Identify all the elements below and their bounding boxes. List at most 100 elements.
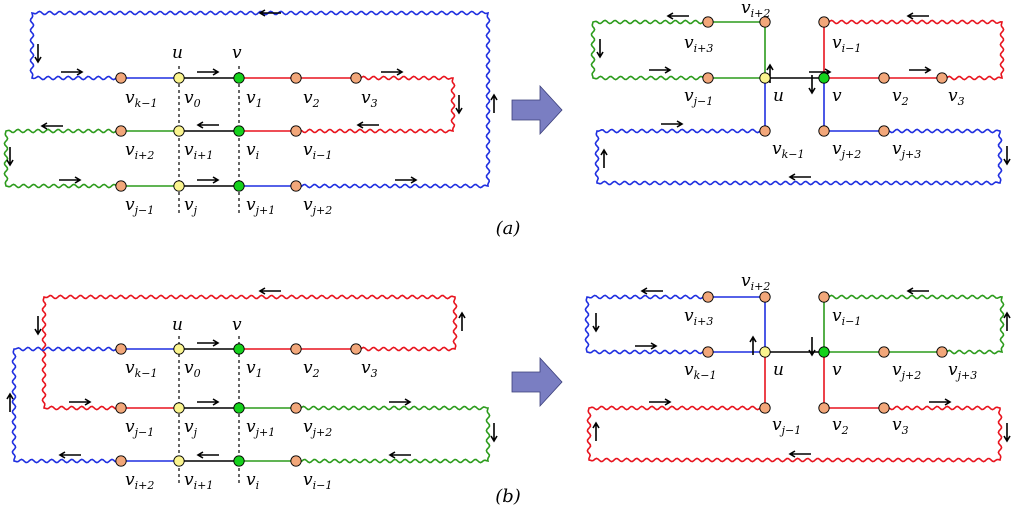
label-v: v bbox=[832, 86, 842, 106]
vertex bbox=[759, 402, 771, 414]
direction-arrow bbox=[356, 121, 379, 129]
label-vj: vj bbox=[184, 417, 198, 439]
direction-arrow bbox=[34, 44, 42, 64]
vertex bbox=[350, 72, 362, 84]
vertex bbox=[115, 343, 127, 355]
label-v-i+3: vi+3 bbox=[684, 306, 713, 328]
label-vi: vi bbox=[246, 140, 259, 162]
direction-arrow bbox=[258, 287, 281, 295]
vertex bbox=[818, 291, 830, 303]
vertex-v-side bbox=[818, 346, 830, 358]
label-v-j+3: vj+3 bbox=[948, 360, 977, 382]
vertex-u-side bbox=[759, 72, 771, 84]
vertex bbox=[290, 402, 302, 414]
label-v-i-1: vi−1 bbox=[303, 140, 332, 162]
green-wavy-path bbox=[590, 19, 709, 81]
vertex-u-side bbox=[173, 402, 185, 414]
vertex-u-side bbox=[173, 343, 185, 355]
direction-arrow bbox=[59, 176, 82, 184]
vertex bbox=[115, 125, 127, 137]
vertex bbox=[290, 72, 302, 84]
vertex-u-side bbox=[173, 455, 185, 467]
direction-arrow bbox=[666, 12, 689, 20]
label-v-j+2: vj+2 bbox=[832, 139, 861, 161]
direction-arrow bbox=[600, 148, 608, 168]
label-v-j+3: vj+3 bbox=[892, 139, 921, 161]
direction-arrow bbox=[749, 335, 757, 355]
vertex bbox=[115, 72, 127, 84]
caption-b: (b) bbox=[495, 486, 521, 507]
vertex bbox=[878, 346, 890, 358]
label-v-i+2: vi+2 bbox=[741, 0, 770, 20]
label-v-i-1: vi−1 bbox=[832, 306, 861, 328]
direction-arrow bbox=[458, 311, 466, 331]
label-v3: v3 bbox=[361, 358, 378, 380]
direction-arrows-layer bbox=[6, 9, 1011, 459]
direction-arrow bbox=[40, 122, 63, 130]
direction-arrow bbox=[929, 398, 952, 406]
vertex-u-side bbox=[173, 72, 185, 84]
direction-arrow bbox=[592, 421, 600, 441]
label-v-k-1: vk−1 bbox=[125, 88, 158, 110]
vertex bbox=[818, 16, 830, 28]
label-v3: v3 bbox=[892, 415, 909, 437]
blue-wavy-path bbox=[11, 346, 122, 464]
red-wavy-path bbox=[823, 19, 1005, 81]
vertex bbox=[759, 16, 771, 28]
label-v-j-1: vj−1 bbox=[772, 415, 801, 437]
vertex-v-side bbox=[233, 455, 245, 467]
label-v1: v1 bbox=[246, 358, 263, 380]
direction-arrow bbox=[1003, 146, 1011, 166]
label-v-k-1: vk−1 bbox=[772, 139, 805, 161]
label-vj: vj bbox=[184, 195, 198, 217]
label-v-j+2: vj+2 bbox=[303, 195, 332, 217]
vertex-v-side bbox=[233, 125, 245, 137]
green-wavy-path bbox=[3, 128, 122, 189]
vertex bbox=[702, 72, 714, 84]
label-v-i+2: vi+2 bbox=[125, 470, 154, 492]
vertex bbox=[290, 343, 302, 355]
direction-arrow bbox=[6, 147, 14, 167]
direction-arrow bbox=[592, 313, 600, 333]
direction-arrow bbox=[661, 120, 684, 128]
direction-arrow bbox=[788, 450, 811, 458]
label-v0: v0 bbox=[184, 358, 201, 380]
vertex bbox=[702, 346, 714, 358]
direction-arrow bbox=[389, 398, 412, 406]
vertex bbox=[759, 125, 771, 137]
label-v-i-1: vi−1 bbox=[832, 33, 861, 55]
direction-arrow bbox=[808, 75, 816, 95]
vertex bbox=[936, 346, 948, 358]
direction-arrow bbox=[395, 176, 418, 184]
label-v-i+1: vi+1 bbox=[184, 470, 213, 492]
label-v-j+1: vj+1 bbox=[246, 195, 275, 217]
red-wavy-path bbox=[41, 294, 458, 411]
vertex bbox=[702, 291, 714, 303]
label-u: u bbox=[773, 86, 784, 106]
label-u: u bbox=[172, 43, 183, 63]
vertex bbox=[115, 455, 127, 467]
vertex bbox=[936, 72, 948, 84]
label-v-i+1: vi+1 bbox=[184, 140, 213, 162]
transform-arrow bbox=[511, 356, 563, 408]
transform-arrows-layer bbox=[511, 84, 563, 408]
vertex bbox=[290, 180, 302, 192]
vertex bbox=[350, 343, 362, 355]
label-v-i-1: vi−1 bbox=[303, 470, 332, 492]
nodes-layer bbox=[115, 16, 948, 467]
label-v2: v2 bbox=[303, 358, 320, 380]
label-u: u bbox=[773, 360, 784, 380]
vertex bbox=[290, 125, 302, 137]
label-v: v bbox=[832, 360, 842, 380]
direction-arrow bbox=[808, 337, 816, 357]
edges-layer bbox=[3, 10, 1005, 464]
vertex bbox=[115, 402, 127, 414]
vertex bbox=[818, 402, 830, 414]
vertex bbox=[290, 455, 302, 467]
label-v2: v2 bbox=[892, 86, 909, 108]
label-v-i+3: vi+3 bbox=[684, 33, 713, 55]
green-wavy-path bbox=[295, 405, 491, 464]
blue-wavy-path bbox=[29, 10, 491, 189]
label-v-j+1: vj+1 bbox=[246, 417, 275, 439]
